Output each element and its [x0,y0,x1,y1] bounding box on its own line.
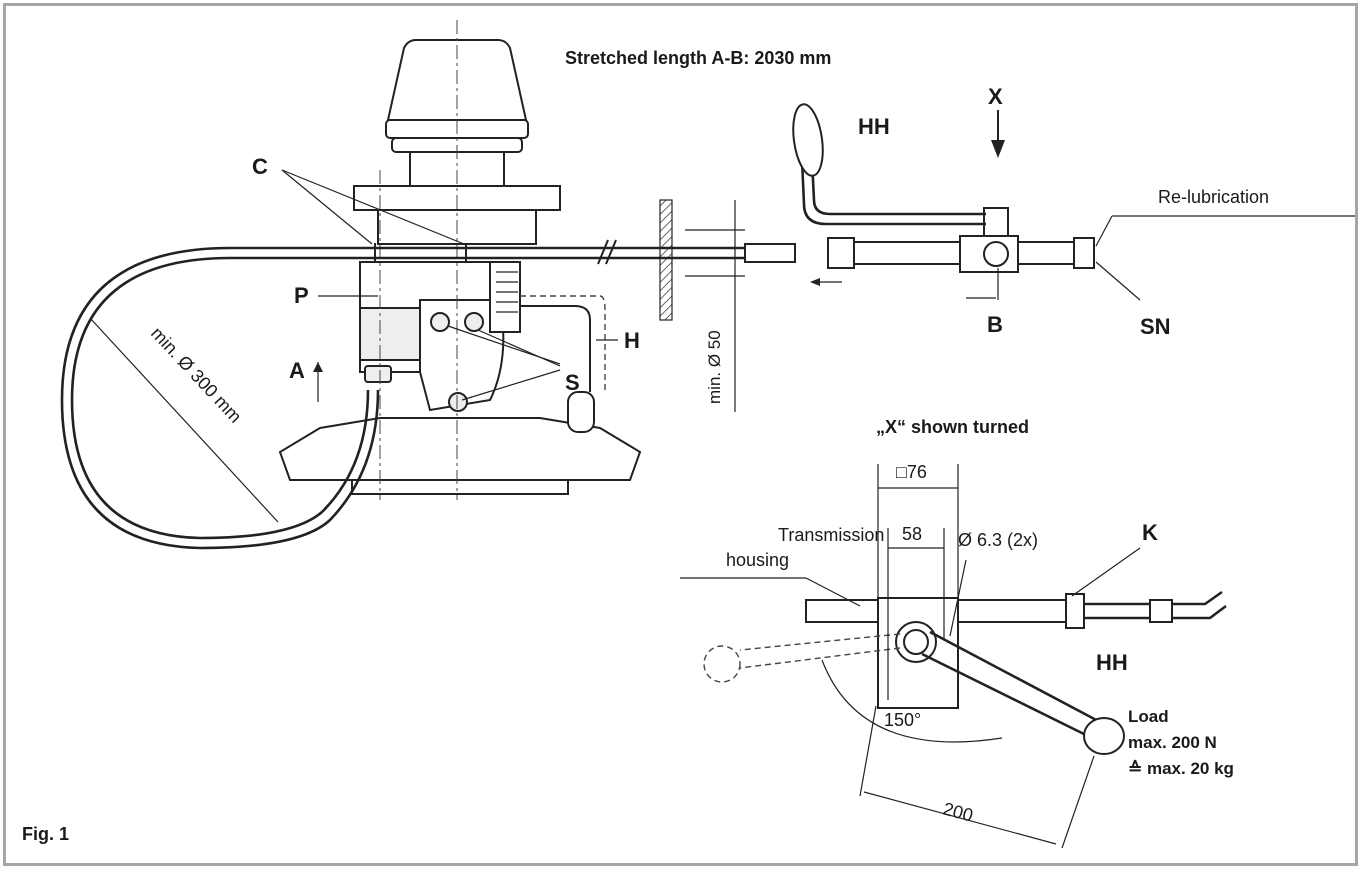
hose-loop-inner [70,256,370,540]
housing-label-1: Transmission [778,525,884,545]
outlet-fitting [364,365,392,383]
load-line-1: Load [1128,707,1169,726]
load-line-3: ≙ max. 20 kg [1128,759,1234,778]
relubrication-note: Re-lubrication [1158,187,1269,207]
nut-left [827,237,855,269]
side-reservoir [489,261,521,333]
label-c: C [252,154,268,179]
label-b: B [987,312,1003,337]
base-foot [351,479,569,495]
fins [496,271,518,313]
crank-grip [792,103,824,177]
width-dimension: 58 [902,524,922,544]
figure-label: Fig. 1 [22,824,69,844]
drawing-title: Stretched length A-B: 2030 mm [565,48,831,68]
angle-dimension: 150° [884,710,921,730]
transmission-tube [853,241,961,265]
hose-loop-outer [60,246,380,550]
pump-block-p [359,307,421,361]
wall-section [659,199,673,321]
label-s: S [565,370,580,395]
hand-crank [810,159,986,216]
label-sn: SN [1140,314,1171,339]
label-hh: HH [858,114,890,139]
leader-lines [281,169,618,402]
label-h: H [624,328,640,353]
bend-radius-note: min. Ø 300 mm [147,323,246,427]
label-hh-detail: HH [1096,650,1128,675]
detail-title: „X“ shown turned [876,417,1029,437]
label-k: K [1142,520,1158,545]
pump-assembly [278,20,642,500]
hose-h [520,305,591,392]
square-dimension: □76 [896,462,927,482]
screw-3 [448,392,468,412]
figure-frame [3,3,1358,866]
cable-fitting [744,243,796,263]
load-line-2: max. 200 N [1128,733,1217,752]
h-cylinder [567,391,595,433]
min-diameter-note: min. Ø 50 [705,330,724,404]
nut-right [1073,237,1095,269]
detail-view-x [680,464,1227,849]
handle-knob [1083,717,1125,755]
label-p: P [294,283,309,308]
hole-dimension: Ø 6.3 (2x) [958,530,1038,550]
screw-1 [430,312,450,332]
screw-2 [464,312,484,332]
label-a: A [289,358,305,383]
length-dimension: 200 [941,799,975,826]
housing-label-2: housing [726,550,789,570]
cable-line [60,103,1355,550]
label-x: X [988,84,1003,109]
